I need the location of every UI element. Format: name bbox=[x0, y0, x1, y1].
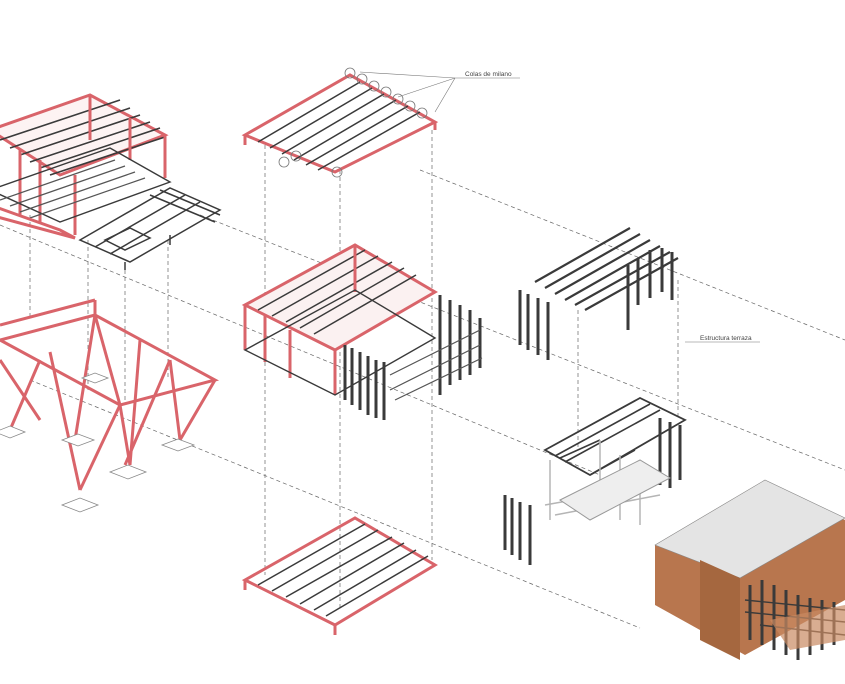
roof-joists-layer bbox=[241, 67, 439, 178]
callout-colas: Colas de milano bbox=[359, 71, 520, 113]
terrace-pergola bbox=[518, 227, 679, 360]
callout-terraza: Estructura terraza bbox=[685, 335, 760, 343]
label-colas-de-milano: Colas de milano bbox=[465, 71, 512, 78]
foundation-trusses bbox=[0, 298, 220, 491]
assembled-house bbox=[654, 479, 845, 660]
floor-joists-layer bbox=[241, 516, 438, 635]
module-center bbox=[241, 243, 483, 420]
label-estructura-terraza: Estructura terraza bbox=[700, 335, 752, 342]
terrace-frame bbox=[503, 396, 687, 565]
concrete-footings bbox=[0, 372, 196, 513]
alignment-guides bbox=[0, 130, 845, 629]
module-upper-left bbox=[0, 93, 222, 270]
